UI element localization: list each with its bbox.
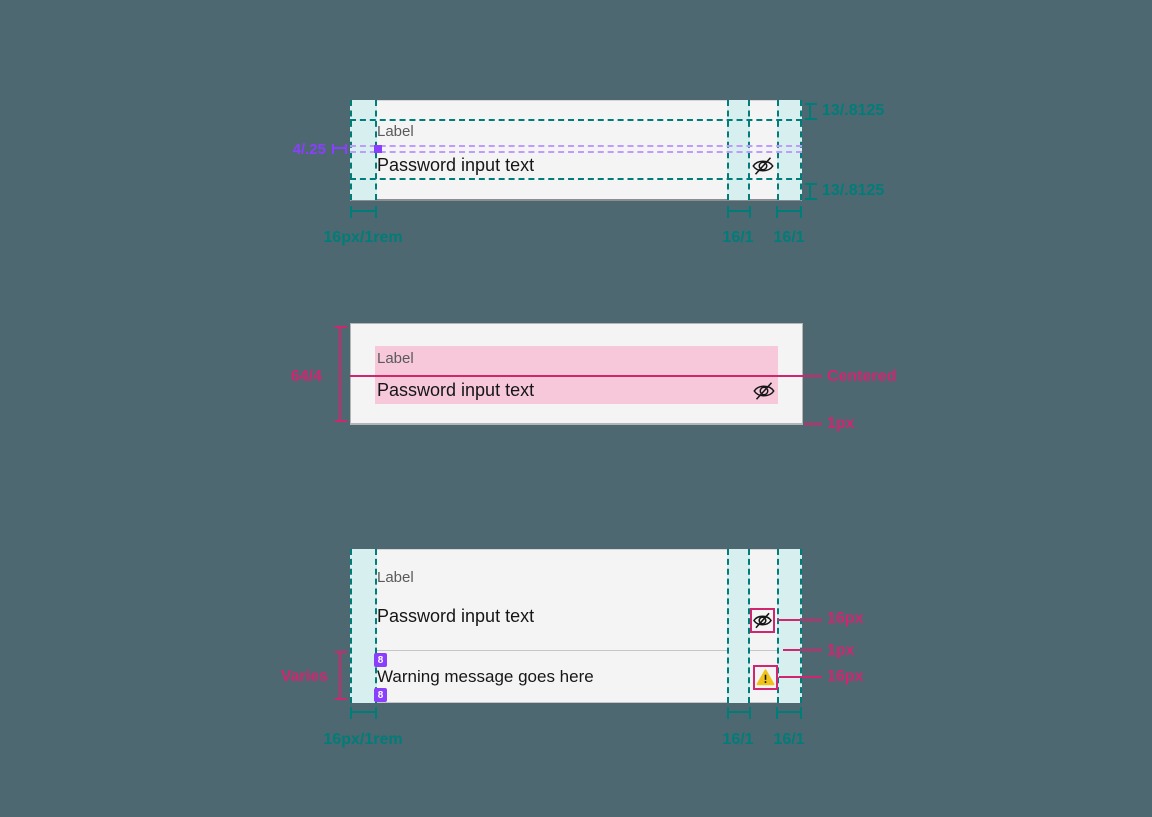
field-input-text: Password input text [377, 606, 535, 626]
view-off-icon[interactable] [752, 379, 776, 403]
spacing-token-below: 8 [374, 688, 387, 702]
warning-message: Warning message goes here [377, 667, 594, 686]
label-gap-dashline-bottom [350, 151, 802, 153]
centered-label: Centered [827, 368, 897, 385]
spacing-column-right [777, 549, 802, 703]
diagram-warning-spec: Label Password input text Warning messag… [0, 480, 1152, 817]
bottom-padding-label: 13/.8125 [822, 182, 885, 199]
icon-spacing-right-measure [776, 206, 802, 218]
bottom-padding-measure [805, 183, 817, 200]
icon-spacing-left-label: 16/1 [722, 731, 754, 748]
warning-icon-size-label: 16px [827, 668, 864, 685]
divider-width-leader [783, 649, 822, 651]
bottom-padding-dashline [350, 178, 802, 180]
password-field[interactable] [350, 549, 802, 703]
field-input-text: Password input text [377, 155, 535, 175]
top-padding-label: 13/.8125 [822, 102, 885, 119]
left-padding-label: 16px/1rem [323, 229, 403, 246]
warning-height-measure [335, 651, 347, 700]
icon-spacing-right-label: 16/1 [773, 731, 805, 748]
left-padding-measure [350, 707, 377, 719]
centerline [350, 375, 822, 377]
icon-spacing-left-measure [727, 707, 751, 719]
border-width-leader [804, 423, 822, 425]
view-off-icon-bounds [750, 608, 775, 633]
label-gap-measure [332, 144, 347, 154]
top-padding-dashline [350, 119, 802, 121]
icon-spacing-left-label: 16/1 [722, 229, 754, 246]
warning-icon [756, 668, 775, 687]
icon-spacing-left-measure [727, 206, 751, 218]
warning-icon-size-leader [779, 676, 822, 678]
field-label: Label [377, 569, 414, 586]
field-label: Label [377, 123, 414, 140]
password-field[interactable] [350, 100, 802, 201]
spacing-column-left [350, 549, 377, 703]
spacing-column-icon-left [727, 100, 750, 200]
field-input-text: Password input text [377, 380, 535, 400]
icon-spacing-right-measure [776, 707, 802, 719]
height-measure [335, 326, 347, 422]
height-label: 64/4 [290, 368, 322, 385]
divider-width-label: 1px [827, 642, 855, 659]
label-gap-measure-label: 4/.25 [292, 141, 326, 158]
field-label: Label [377, 350, 414, 367]
warning-height-label: Varies [280, 668, 328, 685]
left-padding-label: 16px/1rem [323, 731, 403, 748]
border-width-label: 1px [827, 415, 855, 432]
top-padding-measure [805, 103, 817, 120]
icon-size-label: 16px [827, 610, 864, 627]
diagram-padding-spec: Label Password input text 4/.25 13/.8125… [0, 0, 1152, 260]
label-gap-marker [374, 145, 382, 153]
icon-size-leader [777, 619, 822, 621]
label-gap-dashline-top [350, 145, 802, 147]
spacing-column-left [350, 100, 377, 200]
view-off-icon[interactable] [751, 154, 775, 178]
view-off-icon[interactable] [752, 610, 773, 631]
spacing-column-icon-left [727, 549, 750, 703]
warning-icon-bounds [753, 665, 778, 690]
icon-spacing-right-label: 16/1 [773, 229, 805, 246]
field-divider [350, 650, 802, 651]
spacing-token-above: 8 [374, 653, 387, 667]
diagram-height-spec: Label Password input text 64/4 Centered … [0, 260, 1152, 480]
spacing-column-right [777, 100, 802, 200]
left-padding-measure [350, 206, 377, 218]
